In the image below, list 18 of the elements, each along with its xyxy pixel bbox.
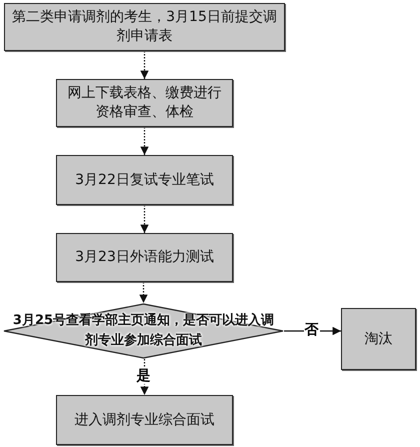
- node-text: 第二类申请调剂的考生，3月15日前提交调剂申请表: [11, 8, 278, 46]
- arrow: [140, 127, 149, 155]
- node-text: 网上下载表格、缴费进行资格审查、体检: [66, 84, 222, 122]
- process-box: [56, 155, 233, 205]
- node-text: 3月22日复试专业笔试: [74, 170, 215, 190]
- arrow: [140, 205, 149, 233]
- process-box: [4, 3, 285, 51]
- edge-label: 否: [304, 322, 320, 338]
- arrow: [139, 282, 148, 303]
- process-box: [56, 395, 233, 445]
- arrow: [140, 51, 149, 79]
- node-text: 3月23日外语能力测试: [74, 248, 215, 267]
- process-box: [56, 79, 233, 127]
- node-text: 淘汰: [364, 330, 394, 348]
- node-text: 进入调剂专业综合面试: [74, 410, 216, 430]
- process-box: [56, 233, 233, 282]
- edge-label: 是: [136, 368, 152, 384]
- process-box: [341, 308, 416, 370]
